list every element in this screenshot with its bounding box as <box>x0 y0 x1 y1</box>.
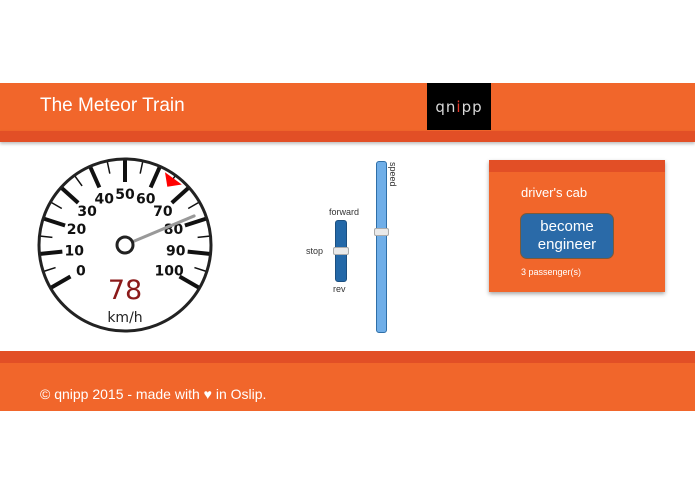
forward-label: forward <box>329 207 360 217</box>
minor-tick <box>139 161 144 174</box>
speed-label: speed <box>388 162 398 187</box>
tick-label: 90 <box>166 243 186 259</box>
qnipp-logo[interactable]: qnipp <box>427 83 491 130</box>
direction-slider-handle[interactable] <box>333 247 349 255</box>
passenger-count: 3 passenger(s) <box>521 267 582 277</box>
footer-bar <box>0 363 695 411</box>
gauge-rim <box>37 157 213 333</box>
minor-tick <box>187 201 199 210</box>
minor-tick <box>51 201 63 210</box>
speed-slider-handle[interactable] <box>374 228 389 236</box>
tick-label: 40 <box>95 191 115 207</box>
cab-title: driver's cab <box>521 185 588 200</box>
major-tick <box>50 274 72 290</box>
tick-label: 20 <box>67 222 87 238</box>
major-tick <box>170 186 190 205</box>
major-tick <box>184 216 207 228</box>
gauge-needle <box>123 214 196 247</box>
tick-label: 60 <box>136 191 156 207</box>
tick-label: 10 <box>65 243 85 259</box>
major-tick <box>43 216 66 228</box>
major-tick <box>178 274 200 290</box>
minor-tick <box>194 266 207 272</box>
minor-tick <box>43 266 56 272</box>
header-stripe <box>0 131 695 142</box>
needle-hub <box>115 235 135 255</box>
minor-tick <box>197 235 210 239</box>
app-title: The Meteor Train <box>40 95 185 116</box>
major-tick <box>40 249 63 256</box>
speed-value: 78 <box>108 275 142 306</box>
speed-unit: km/h <box>107 310 142 326</box>
cab-stripe <box>489 160 665 172</box>
major-tick <box>148 166 162 189</box>
major-tick <box>60 186 80 205</box>
minor-tick <box>40 235 53 239</box>
major-tick <box>187 249 210 256</box>
minor-tick <box>106 161 111 174</box>
tick-label: 30 <box>77 204 97 220</box>
max-speed-marker <box>164 172 182 187</box>
tick-label: 0 <box>76 264 86 280</box>
tick-label: 70 <box>153 204 173 220</box>
footer-text: © qnipp 2015 - made with ♥ in Oslip. <box>40 386 267 402</box>
speed-slider-track[interactable] <box>376 161 387 333</box>
tick-label: 100 <box>155 264 184 280</box>
major-tick <box>88 166 102 189</box>
stop-label: stop <box>306 246 324 256</box>
rev-label: rev <box>333 284 346 294</box>
minor-tick <box>74 175 83 187</box>
footer-stripe <box>0 351 695 363</box>
tick-label: 50 <box>115 187 135 203</box>
gauge-ticks <box>40 160 210 290</box>
header-bar <box>0 83 695 131</box>
logo-text: qnipp <box>435 97 483 116</box>
